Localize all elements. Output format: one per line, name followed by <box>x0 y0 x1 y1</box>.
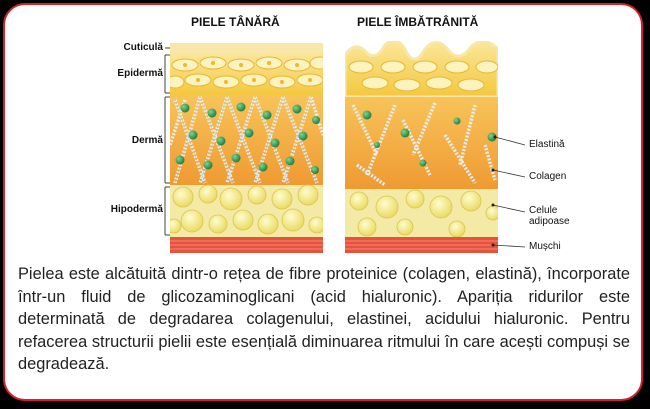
label-fat-cells: Celule adipoase <box>529 205 570 227</box>
aged-skin-block <box>345 41 498 253</box>
label-hypodermis: Hipodermă <box>110 204 163 215</box>
label-muscles: Mușchi <box>529 241 561 252</box>
young-skin-block <box>170 43 323 253</box>
component-pointers <box>492 136 526 248</box>
aged-collagen-fibers <box>351 102 497 187</box>
skin-diagram <box>164 41 526 253</box>
aged-elastin-dots <box>362 110 497 167</box>
description-paragraph: Pielea este alcătuită dintr-o rețea de f… <box>18 265 630 373</box>
label-elastin: Elastină <box>529 139 565 150</box>
title-aged-skin: PIELE ÎMBĂTRÂNITĂ <box>357 15 479 29</box>
young-elastin-dots <box>175 102 320 174</box>
title-young-skin: PIELE TÂNĂRĂ <box>191 15 280 29</box>
label-epidermis: Epidermă <box>117 68 163 79</box>
layer-brackets <box>164 47 170 236</box>
young-cuticle <box>170 43 323 53</box>
label-cuticle: Cuticulă <box>123 42 163 53</box>
label-dermis: Dermă <box>131 135 163 146</box>
label-collagen: Colagen <box>529 171 567 182</box>
infographic-card: PIELE TÂNĂRĂ PIELE ÎMBĂTRÂNITĂ Cuticulă … <box>3 3 643 401</box>
